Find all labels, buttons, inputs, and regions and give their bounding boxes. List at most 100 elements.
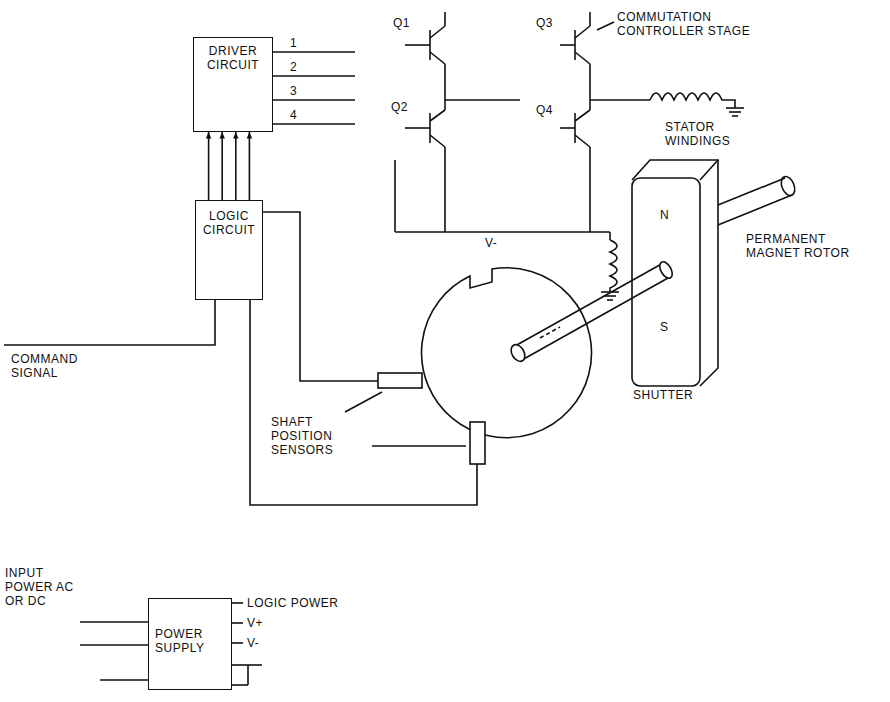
logic-box: LOGIC CIRCUIT xyxy=(195,200,263,300)
permanent-magnet-rotor xyxy=(632,178,700,386)
stator-winding xyxy=(610,240,617,292)
transistor-symbol xyxy=(444,147,446,232)
shutter-label: SHUTTER xyxy=(632,388,694,402)
command-wire xyxy=(4,300,215,345)
pin-number: 4 xyxy=(289,108,298,122)
power-output-label: V- xyxy=(246,636,260,650)
ground-symbol xyxy=(732,115,738,117)
sensor-wire xyxy=(250,212,477,505)
power-wire xyxy=(232,602,243,604)
rail-label: V- xyxy=(484,236,498,250)
power-wire xyxy=(80,644,148,646)
power-supply-box: POWER SUPPLY xyxy=(148,598,232,690)
power-wire xyxy=(232,642,243,644)
input-label: INPUT POWER AC OR DC xyxy=(4,566,78,608)
transistor-symbol xyxy=(589,12,591,26)
transistor-symbol xyxy=(560,127,575,129)
transistor-symbol xyxy=(575,110,590,121)
transistor-label: Q4 xyxy=(535,103,554,117)
circuit-wire xyxy=(395,22,650,240)
power-output-label: LOGIC POWER xyxy=(246,596,340,610)
driver-output-wires xyxy=(272,75,355,77)
transistor-symbol xyxy=(444,12,446,26)
rotor-shaft xyxy=(718,174,797,225)
pole-label: S xyxy=(659,320,670,334)
position-sensor xyxy=(378,373,485,464)
signal-arrow xyxy=(206,132,211,138)
position-sensor xyxy=(378,373,422,388)
pin-number: 1 xyxy=(289,36,298,50)
transistor-symbol xyxy=(430,52,445,64)
leader-line xyxy=(372,445,466,447)
transistor-label: Q2 xyxy=(390,100,409,114)
rotor-shaft xyxy=(718,178,785,205)
power-wire xyxy=(232,664,262,666)
transistor-label: Q1 xyxy=(392,16,411,30)
signal-arrow xyxy=(219,132,224,200)
transistor-symbol xyxy=(430,110,445,121)
permanent-magnet-rotor xyxy=(700,160,718,180)
pole-label: N xyxy=(659,208,670,222)
pin-number: 3 xyxy=(289,84,298,98)
rotor-shaft xyxy=(718,195,792,225)
transistor-symbol xyxy=(560,44,575,46)
signal-arrow xyxy=(221,132,223,200)
box-title: LOGIC CIRCUIT xyxy=(199,209,259,237)
position-sensor xyxy=(470,422,485,464)
signal-arrow xyxy=(219,132,224,138)
box-title: DRIVER CIRCUIT xyxy=(198,44,268,72)
rotor-shaft xyxy=(540,327,560,338)
signal-arrow xyxy=(235,132,237,200)
signal-arrow xyxy=(233,132,238,200)
driver-output-wires xyxy=(272,123,355,125)
shutter-disc xyxy=(422,268,592,438)
transistor-symbol xyxy=(405,12,590,232)
power-wire xyxy=(100,679,148,681)
rotor-shaft xyxy=(522,278,668,360)
leader-line xyxy=(345,392,382,412)
power-wire xyxy=(232,684,248,686)
signal-label: COMMAND SIGNAL xyxy=(10,352,102,380)
circuit-wire xyxy=(395,231,610,233)
transistor-symbol xyxy=(574,30,576,60)
signal-arrow xyxy=(206,132,211,200)
transistor-symbol xyxy=(589,64,591,110)
circuit-wire xyxy=(445,99,520,101)
signal-arrow xyxy=(233,132,238,138)
transistor-symbol xyxy=(429,30,431,60)
transistor-symbol xyxy=(575,26,590,38)
pin-number: 2 xyxy=(289,60,298,74)
driver-output-wires xyxy=(272,52,355,124)
transistor-symbol xyxy=(430,135,445,147)
transistor-symbol xyxy=(429,113,431,143)
rotor-label: PERMANENT MAGNET ROTOR xyxy=(745,232,877,260)
rotor-shaft xyxy=(515,262,665,346)
transistor-symbol xyxy=(575,52,590,64)
shutter-disc xyxy=(422,268,592,438)
signal-arrow xyxy=(247,132,252,138)
rotor-shaft xyxy=(508,342,527,364)
rotor-shaft xyxy=(508,260,675,364)
rotor-shaft xyxy=(779,174,798,197)
ground-symbol xyxy=(607,299,613,301)
circuit-wire xyxy=(609,232,611,240)
connector-group xyxy=(206,132,252,200)
signal-arrow xyxy=(208,132,210,200)
driver-output-wires xyxy=(272,99,355,101)
transistor-label: Q3 xyxy=(535,16,554,30)
power-wire xyxy=(80,621,148,623)
circuit-wire xyxy=(597,22,614,30)
transistor-symbol xyxy=(444,64,446,110)
driver-box: DRIVER CIRCUIT xyxy=(193,37,273,132)
sensor-wire xyxy=(250,300,477,505)
transistor-symbol xyxy=(574,113,576,143)
stage-label: COMMUTATION CONTROLLER STAGE xyxy=(616,10,793,38)
transistor-symbol xyxy=(405,44,430,46)
box-title: POWER SUPPLY xyxy=(155,627,225,655)
power-wire xyxy=(247,665,249,685)
stator-winding xyxy=(650,93,735,108)
ground-symbol xyxy=(729,111,741,113)
driver-output-wires xyxy=(272,51,355,53)
